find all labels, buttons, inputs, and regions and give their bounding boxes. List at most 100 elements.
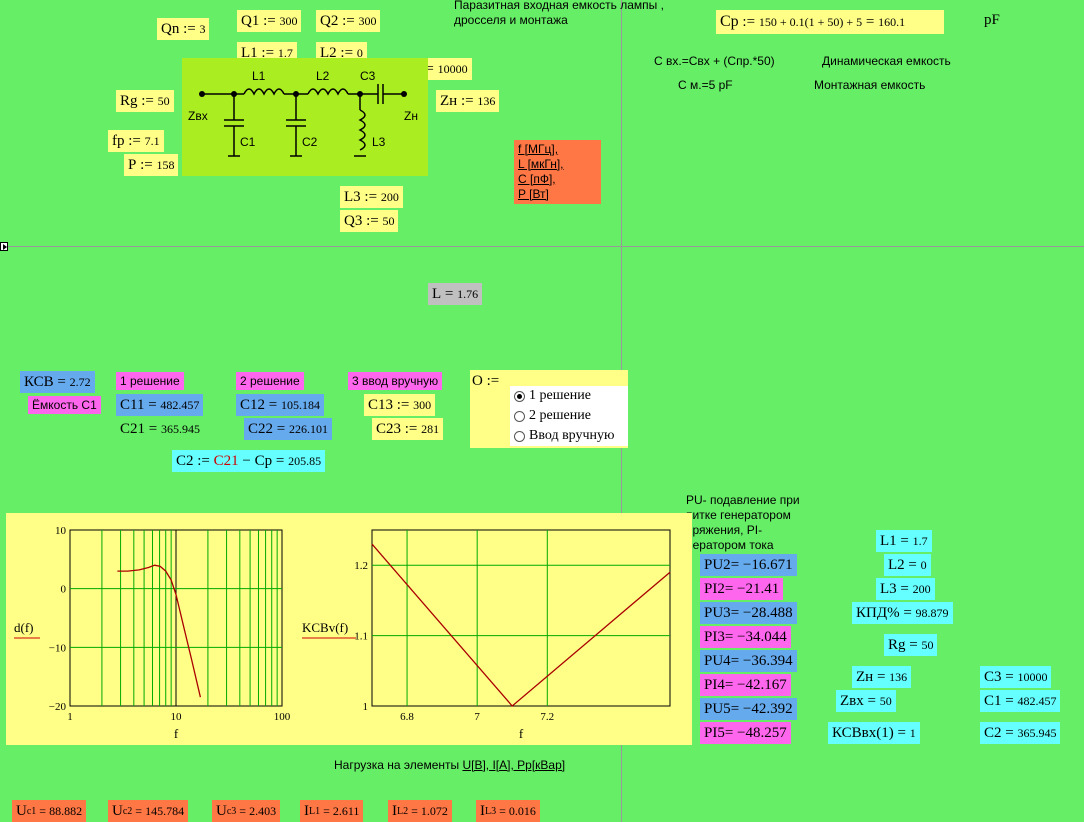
c2-value: 205.85 (288, 453, 322, 468)
qn-field[interactable]: Qn := 3 (157, 18, 210, 40)
c23-field[interactable]: C23 := 281 (372, 418, 444, 440)
radio-solution-2[interactable]: 2 решение (514, 406, 628, 426)
load-item-label: I (304, 802, 309, 819)
l2-value: 0 (356, 45, 363, 60)
q3-label: Q3 (344, 212, 363, 229)
schematic-l2-label: L2 (316, 69, 330, 83)
load-item-sub: L2 (397, 805, 409, 817)
plot2-ytick: 1.2 (354, 560, 368, 572)
right-l3-label: L3 (880, 580, 897, 597)
right-rg: Rg = 50 (884, 634, 938, 656)
radio-solution-1-label: 1 решение (529, 388, 591, 403)
pu-item-label: PU5 (704, 700, 731, 717)
pu-item-value: = −34.044 (724, 628, 787, 645)
l3-field[interactable]: L3 := 200 (340, 186, 403, 208)
right-c3-value: 10000 (1017, 669, 1048, 684)
c13-field[interactable]: C13 := 300 (364, 394, 436, 416)
pu-item-label: PI3 (704, 628, 725, 645)
unit-p: P [Вт] (518, 187, 549, 201)
c21-label: C21 (120, 420, 146, 437)
parasitic-note-1: Паразитная входная емкость лампы , (454, 0, 664, 12)
pu-item-pi2: PI2 = −21.41 (700, 578, 784, 600)
load-item-sub: L3 (485, 805, 497, 817)
region-marker-icon[interactable] (0, 242, 8, 251)
q2-field[interactable]: Q2 := 300 (316, 10, 381, 32)
load-item-value: = 1.072 (408, 803, 448, 818)
c11-value: 482.457 (160, 397, 200, 412)
c2-formula[interactable]: C2 := C21 − Cp = 205.85 (172, 450, 326, 472)
c21-result: C21 = 365.945 (120, 420, 200, 437)
cp-formula[interactable]: Cp := 150 + 0.1(1 + 50) + 5 = 160.1 (716, 10, 944, 34)
load-item-value: = 2.403 (236, 803, 277, 818)
l1-label: L1 (241, 44, 258, 61)
pu-item-value: = −28.488 (730, 604, 793, 621)
c11-label: C11 (120, 396, 145, 413)
pu-item-label: PI2 (704, 580, 725, 597)
o-radio-group: 1 решение 2 решение Ввод вручную (510, 386, 628, 446)
rg-value: 50 (157, 93, 170, 108)
plot2-xtick: 6.8 (400, 711, 414, 723)
radio-manual[interactable]: Ввод вручную (514, 426, 628, 446)
right-c2-label: C2 (984, 724, 1002, 741)
c12-label: C12 (240, 396, 266, 413)
rg-field[interactable]: Rg := 50 (116, 90, 174, 112)
right-l1-value: 1.7 (912, 533, 928, 548)
c22-result: C22 = 226.101 (244, 418, 332, 440)
pu-item-pi5: PI5 = −48.257 (700, 722, 791, 744)
c21-value: 365.945 (160, 421, 200, 436)
c22-value: 226.101 (288, 421, 328, 436)
pu-item-value: = −48.257 (724, 724, 787, 741)
schematic-c3-label: C3 (360, 69, 376, 83)
fp-value: 7.1 (144, 133, 160, 148)
pu-item-value: = −21.41 (724, 580, 780, 597)
right-l3: L3 = 200 (876, 578, 935, 600)
right-l1: L1 = 1.7 (876, 530, 932, 552)
schematic-c1-label: C1 (240, 135, 256, 149)
schematic-c2-label: C2 (302, 135, 318, 149)
right-l3-value: 200 (912, 581, 931, 596)
plot2-ylabel: KCBv(f) (302, 620, 348, 635)
zn-field[interactable]: Zн := 136 (436, 90, 500, 112)
cp-value: 160.1 (878, 14, 906, 29)
plot1-series-line (117, 564, 202, 698)
cm-desc: Монтажная емкость (814, 78, 926, 92)
load-title-prefix: Нагрузка на элементы (334, 758, 463, 772)
plot1-ytick: 10 (55, 525, 67, 537)
l1-value: 1.7 (277, 45, 293, 60)
fp-field[interactable]: fp := 7.1 (108, 130, 164, 152)
ksv-value: 2.72 (69, 374, 91, 389)
pu-item-label: PU2 (704, 556, 731, 573)
pu-item-pi4: PI4 = −42.167 (700, 674, 791, 696)
plot2-series-line (371, 543, 671, 707)
l3-label: L3 (344, 188, 361, 205)
right-kpd: КПД% = 98.879 (852, 602, 953, 624)
p-field[interactable]: P := 158 (124, 154, 179, 176)
ksv-result: КСВ = 2.72 (20, 371, 95, 393)
right-kpd-label: КПД% (856, 604, 900, 621)
q3-field[interactable]: Q3 := 50 (340, 210, 399, 232)
pu-item-pu3: PU3 = −28.488 (700, 602, 797, 624)
pu-item-pu4: PU4 = −36.394 (700, 650, 797, 672)
pu-item-label: PU4 (704, 652, 731, 669)
plot2-xtick: 7.2 (540, 711, 554, 723)
right-zn: Zн = 136 (852, 666, 912, 688)
load-item-label: U (16, 802, 27, 819)
right-c3: C3 = 10000 (980, 666, 1052, 688)
cin-formula: С вх.=Свх + (Спр.*50) (654, 54, 775, 68)
load-item-value: = 2.611 (320, 803, 360, 818)
q1-field[interactable]: Q1 := 300 (237, 10, 302, 32)
right-zin-value: 50 (879, 693, 892, 708)
load-item-sub: c2 (122, 805, 133, 817)
pu-item-value: = −42.167 (724, 676, 787, 693)
circuit-schematic: Zвх Zн L1 L2 C3 C1 C2 L3 (182, 58, 428, 176)
schematic-l3-label: L3 (372, 135, 386, 149)
l-label: L (432, 285, 442, 302)
pu-item-value: = −36.394 (730, 652, 793, 669)
pu-item-label: PI4 (704, 676, 725, 693)
l3-value: 200 (380, 189, 399, 204)
schematic-zin-label: Zвх (188, 109, 208, 123)
capacity-c1-label: Ёмкость С1 (28, 396, 101, 414)
radio-solution-1[interactable]: 1 решение (514, 386, 628, 406)
cm-formula: С м.=5 pF (678, 78, 733, 92)
